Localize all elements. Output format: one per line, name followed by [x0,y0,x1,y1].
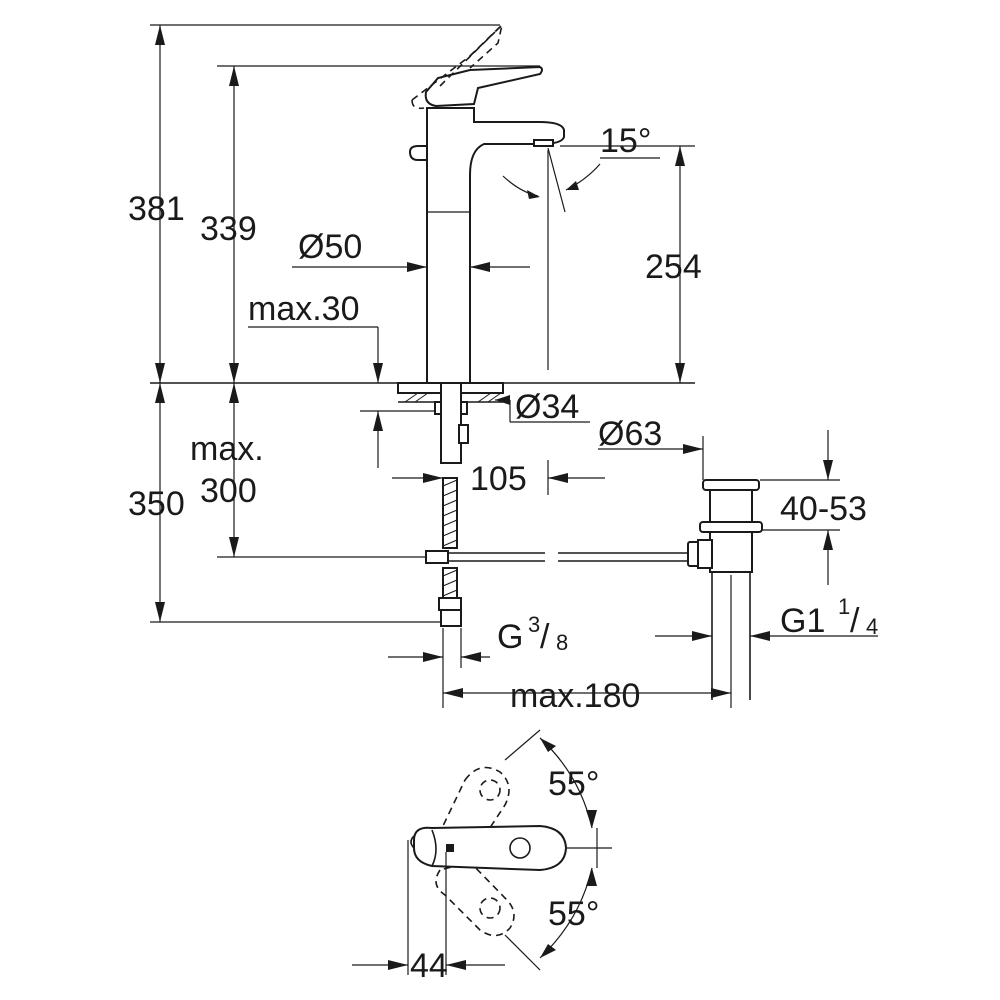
faucet-side-view [150,22,878,708]
dim-350: 350 [128,485,185,523]
dim-max-word: max. [190,430,264,468]
dim-angle-55-top: 55° [548,765,599,803]
dim-g-thread: G [497,618,523,656]
dim-angle-15: 15° [600,122,651,160]
dim-g1-thread: G1 [780,602,825,640]
dim-max-30: max.30 [248,290,360,328]
dim-diameter-50: Ø50 [298,228,362,266]
dim-g1-thread-slash: / [850,602,860,640]
dim-g1-thread-denominator: 4 [866,614,878,639]
dim-g1-thread-numerator: 1 [838,594,850,619]
dim-diameter-34: Ø34 [515,388,579,426]
faucet-top-view [352,729,612,975]
dim-339: 339 [200,210,257,248]
dim-max-180: max.180 [510,677,640,715]
dim-44: 44 [410,947,448,985]
dim-max-300: 300 [200,472,257,510]
dim-40-53: 40-53 [780,490,867,528]
dim-g-thread-denominator: 8 [556,630,568,655]
dim-g-thread-numerator: 3 [528,612,540,637]
dim-105: 105 [470,460,527,498]
dim-381: 381 [128,190,185,228]
dim-254: 254 [645,248,702,286]
dim-g-thread-slash: / [540,618,550,656]
dim-diameter-63: Ø63 [598,415,662,453]
dim-angle-55-bottom: 55° [548,895,599,933]
